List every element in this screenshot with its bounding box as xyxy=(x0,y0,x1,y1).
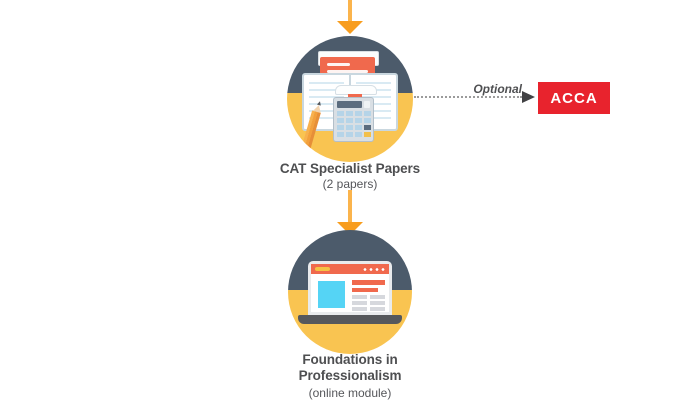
optional-label: Optional xyxy=(473,82,522,96)
webpage-text-lines xyxy=(352,295,386,311)
arrow-down-stem xyxy=(348,190,352,223)
optional-dotted-line xyxy=(414,96,522,98)
webpage-header-bar xyxy=(311,264,389,274)
node-title-line1: Foundations in xyxy=(302,352,398,367)
paper-accent-line xyxy=(348,94,362,97)
acca-badge: ACCA xyxy=(538,82,610,114)
paper-line xyxy=(327,63,350,66)
webpage-subheading-line xyxy=(352,288,378,292)
calculator-screen xyxy=(337,101,362,108)
laptop-icon xyxy=(308,261,392,315)
webpage-logo-pill xyxy=(315,267,330,271)
webpage-menu-dots xyxy=(362,267,386,271)
calculator-yellow-key xyxy=(364,132,371,137)
webpage-image-block xyxy=(318,281,345,308)
webpage-heading-line xyxy=(352,280,385,285)
paper-line xyxy=(327,70,368,73)
node-subtitle: (2 papers) xyxy=(322,177,378,191)
branch-arrowhead-icon xyxy=(522,91,535,103)
laptop-screen xyxy=(311,264,389,312)
node-subtitle: (online module) xyxy=(308,386,392,400)
node-title-line2: Professionalism xyxy=(298,368,402,383)
laptop-base xyxy=(298,315,402,324)
calculator-top-button xyxy=(364,101,370,108)
arrow-down-head-icon xyxy=(337,21,363,34)
foundations-in-professionalism-circle xyxy=(288,230,412,354)
node-title: CAT Specialist Papers xyxy=(279,161,421,176)
arrow-down-stem xyxy=(348,0,352,22)
calculator-dark-key xyxy=(364,125,371,130)
cat-specialist-papers-circle xyxy=(287,36,413,162)
calculator-icon xyxy=(333,97,374,142)
